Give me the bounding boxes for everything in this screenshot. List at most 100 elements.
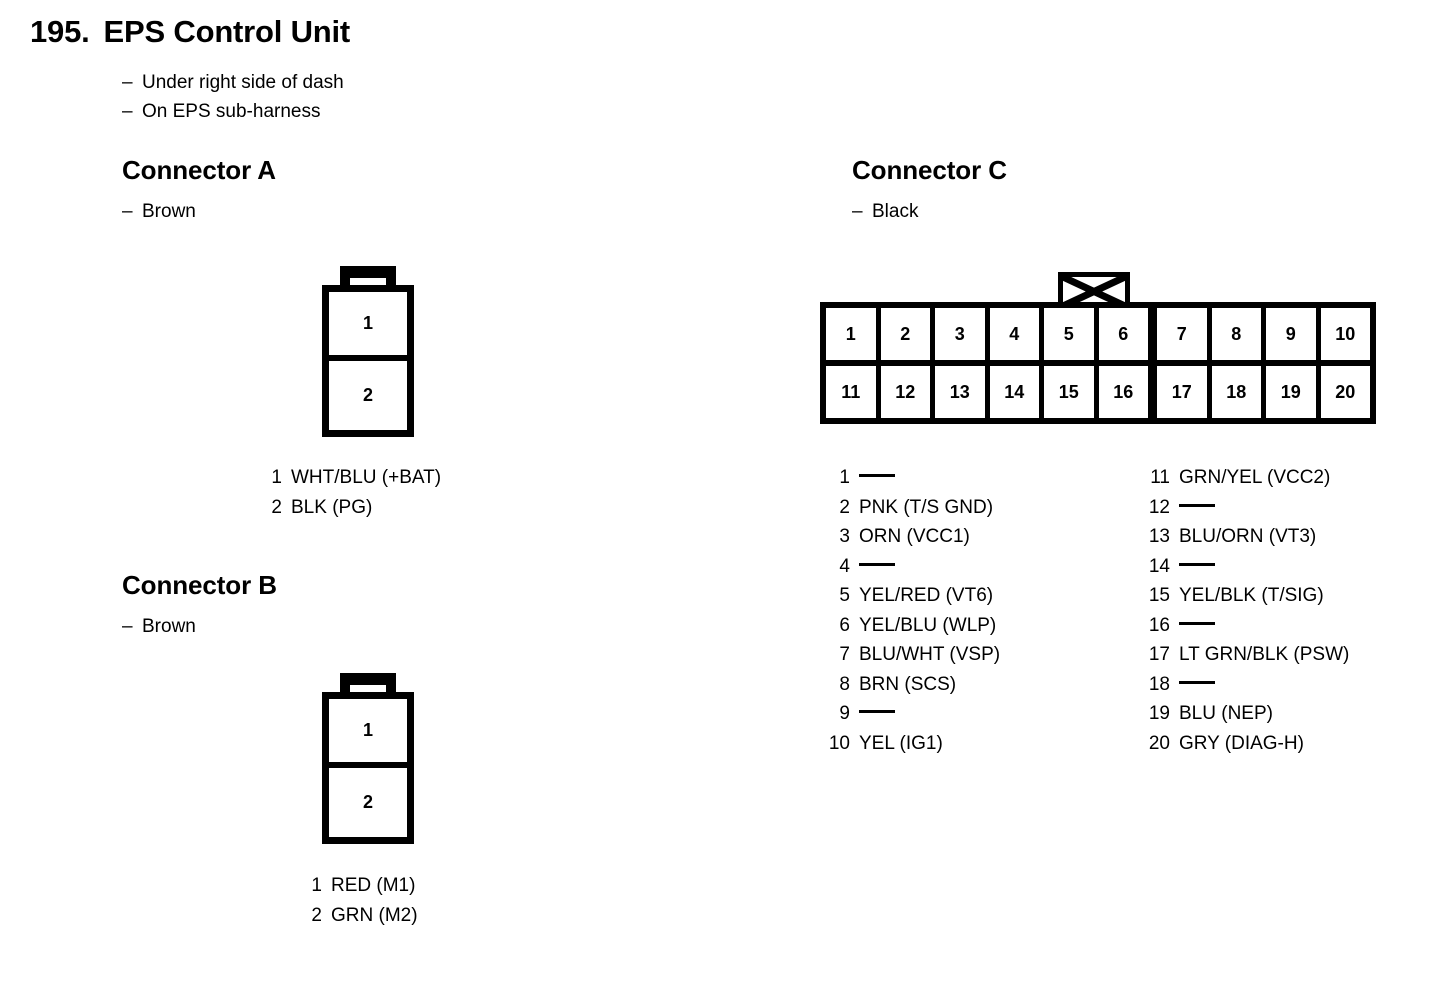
- pin-unused-dash-icon: [859, 700, 899, 719]
- pin-row: 7 BLU/WHT (VSP): [824, 640, 1000, 670]
- pin-number: 8: [839, 673, 850, 695]
- pin-number: 2: [271, 496, 282, 518]
- connector-b-title: Connector B: [122, 570, 277, 600]
- connector-c-pin-cell: 4: [990, 308, 1044, 360]
- pin-row: 8 BRN (SCS): [824, 670, 1000, 700]
- pin-description: BLU (NEP): [1179, 703, 1273, 724]
- connector-c-pin-cell: 12: [881, 366, 935, 418]
- connector-c-pin-cell: 1: [826, 308, 881, 360]
- connector-c-pin-cell: 5: [1044, 308, 1099, 360]
- pin-number: 2: [839, 496, 850, 518]
- pin-number: 6: [839, 614, 850, 636]
- connector-c-pin-row-bottom: 11 12 13 14 15 16 17 18 19 20: [826, 366, 1370, 418]
- connector-b-pin-list: 1 RED (M1) 2 GRN (M2): [296, 871, 418, 930]
- location-note-list: –Under right side of dash –On EPS sub-ha…: [122, 68, 344, 126]
- connector-a-pin-list: 1 WHT/BLU (+BAT) 2 BLK (PG): [256, 463, 441, 522]
- pin-row: 1 RED (M1): [296, 871, 418, 901]
- pin-description: YEL/BLK (T/SIG): [1179, 585, 1324, 606]
- pin-row: 9: [824, 699, 1000, 729]
- connector-b-color: –Brown: [122, 616, 196, 638]
- pin-description: YEL/BLU (WLP): [859, 614, 997, 636]
- pin-row: 6 YEL/BLU (WLP): [824, 611, 1000, 641]
- pin-unused-dash-icon: [859, 464, 899, 483]
- pin-row: 3 ORN (VCC1): [824, 522, 1000, 552]
- pin-row: 18: [1144, 670, 1349, 700]
- pin-number: 9: [839, 703, 850, 724]
- pin-row: 17 LT GRN/BLK (PSW): [1144, 640, 1349, 670]
- pin-unused-dash-icon: [1179, 494, 1219, 513]
- pin-row: 2 PNK (T/S GND): [824, 493, 1000, 523]
- connector-a-color: –Brown: [122, 201, 196, 223]
- pin-description: YEL/RED (VT6): [859, 585, 994, 606]
- pin-row: 15 YEL/BLK (T/SIG): [1144, 581, 1349, 611]
- pin-row: 12: [1144, 493, 1349, 523]
- pin-row: 5 YEL/RED (VT6): [824, 581, 1000, 611]
- connector-c-color-text: Black: [872, 201, 919, 222]
- pin-description: GRY (DIAG-H): [1179, 732, 1304, 754]
- pin-row: 1 WHT/BLU (+BAT): [256, 463, 441, 493]
- connector-a-color-text: Brown: [142, 201, 196, 222]
- bullet-dash-icon: –: [852, 201, 863, 222]
- pin-number: 3: [839, 526, 850, 547]
- connector-c-title: Connector C: [852, 155, 1007, 185]
- pin-description: BLU/WHT (VSP): [859, 644, 1001, 665]
- connector-c-pin-cell: 9: [1266, 308, 1321, 360]
- location-note: –Under right side of dash: [122, 68, 344, 97]
- bullet-dash-icon: –: [122, 72, 133, 93]
- pin-row: 19 BLU (NEP): [1144, 699, 1349, 729]
- connector-latch-tab-icon: [340, 266, 396, 288]
- pin-unused-dash-icon: [1179, 553, 1219, 572]
- page-title: 195.EPS Control Unit: [30, 14, 350, 50]
- pin-row: 4: [824, 552, 1000, 582]
- pin-number: 14: [1148, 555, 1170, 577]
- pin-number: 5: [839, 585, 850, 606]
- bullet-dash-icon: –: [122, 201, 133, 222]
- pin-description: BLU/ORN (VT3): [1179, 526, 1317, 547]
- pin-description: BLK (PG): [291, 496, 373, 518]
- connector-latch-tab-icon: [340, 673, 396, 695]
- bullet-dash-icon: –: [122, 101, 133, 122]
- pin-number: 1: [839, 467, 850, 488]
- connector-c-pin-cell: 7: [1157, 308, 1212, 360]
- connector-c-pin-cell: 11: [826, 366, 881, 418]
- page-title-number: 195.: [30, 14, 90, 49]
- pin-number: 19: [1148, 703, 1170, 724]
- pin-row: 2 BLK (PG): [256, 493, 441, 523]
- connector-b-pin-cell: 2: [362, 792, 373, 812]
- pin-number: 1: [311, 875, 322, 896]
- connector-latch-tab-x-icon: [1058, 272, 1130, 306]
- pin-number: 4: [839, 555, 850, 577]
- pin-row: 13 BLU/ORN (VT3): [1144, 522, 1349, 552]
- connector-c-color: –Black: [852, 201, 918, 223]
- pin-number: 12: [1148, 496, 1170, 518]
- connector-c-pin-list-left: 1 2 PNK (T/S GND) 3 ORN (VCC1) 4 5 YEL/RED (VT6…: [824, 463, 1000, 758]
- pin-number: 15: [1148, 585, 1170, 606]
- pin-number: 7: [839, 644, 850, 665]
- connector-b-pin-cell: 1: [329, 699, 407, 768]
- pin-number: 17: [1148, 644, 1170, 665]
- location-note-text: On EPS sub-harness: [142, 101, 321, 122]
- connector-c-pin-cell: 17: [1157, 366, 1212, 418]
- pin-description: BRN (SCS): [859, 673, 957, 695]
- pin-unused-dash-icon: [859, 553, 899, 572]
- connector-b-color-text: Brown: [142, 616, 196, 637]
- pin-number: 16: [1148, 614, 1170, 636]
- pin-number: 13: [1148, 526, 1170, 547]
- connector-c-pin-cell: 10: [1335, 323, 1356, 344]
- connector-c-housing: 1 2 3 4 5 6 7 8 9 10 11 12 13 14 15 16 1…: [820, 302, 1376, 424]
- connector-c-pin-cell: 2: [881, 308, 935, 360]
- pin-row: 1: [824, 463, 1000, 493]
- connector-c-pin-row-top: 1 2 3 4 5 6 7 8 9 10: [826, 308, 1370, 366]
- connector-a-title: Connector A: [122, 155, 276, 185]
- connector-c-pin-cell: 19: [1266, 366, 1321, 418]
- pin-description: LT GRN/BLK (PSW): [1179, 644, 1350, 665]
- pin-description: ORN (VCC1): [859, 526, 970, 547]
- pin-description: GRN (M2): [331, 904, 418, 926]
- pin-description: PNK (T/S GND): [859, 496, 994, 518]
- location-note-text: Under right side of dash: [142, 72, 344, 93]
- pin-unused-dash-icon: [1179, 612, 1219, 631]
